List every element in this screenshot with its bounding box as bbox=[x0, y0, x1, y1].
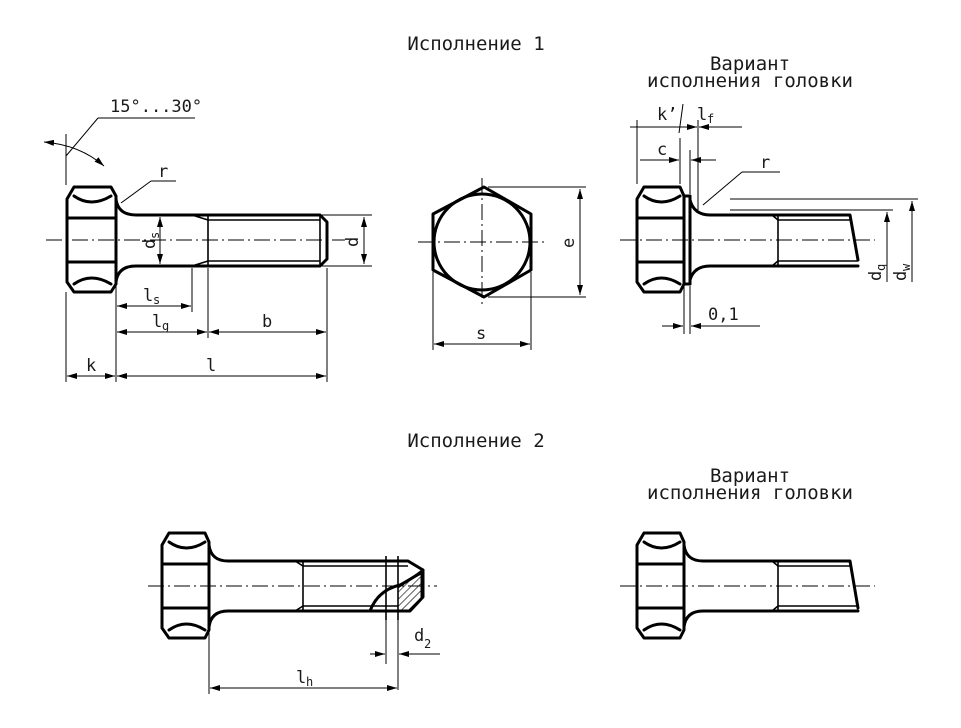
angle-label: 15°...30° bbox=[110, 97, 202, 117]
ds-dimension: d s bbox=[140, 217, 163, 264]
head-option-2 bbox=[620, 531, 875, 640]
ls-subscript: s bbox=[153, 293, 160, 307]
ls-label: l bbox=[143, 286, 153, 306]
lf-label: l bbox=[697, 105, 707, 125]
heading-head-option-1-line1: Вариант bbox=[710, 53, 790, 75]
dq-label: d bbox=[866, 271, 886, 281]
l-label: l bbox=[206, 356, 216, 376]
dw-label: d bbox=[891, 271, 911, 281]
c-label: c bbox=[657, 140, 667, 160]
b-label: b bbox=[262, 312, 272, 332]
bolt-side-view-1 bbox=[46, 185, 345, 294]
head-option-1: k’ l f c r d q d w 0,1 bbox=[620, 103, 918, 334]
heading-head-option-2-line2: исполнения головки bbox=[647, 482, 853, 504]
bolt-side-view-2: d 2 l h bbox=[148, 531, 440, 694]
dq-subscript: q bbox=[874, 264, 888, 271]
s-label: s bbox=[476, 324, 486, 344]
angle-annotation: 15°...30° bbox=[43, 97, 202, 185]
lf-subscript: f bbox=[707, 112, 714, 126]
heading-variant-1: Исполнение 1 bbox=[407, 33, 544, 55]
d2-label: d bbox=[414, 626, 424, 646]
e-label: e bbox=[559, 238, 579, 248]
heading-variant-2: Исполнение 2 bbox=[407, 430, 544, 452]
tolerance-label: 0,1 bbox=[708, 305, 739, 325]
d-dimension: d bbox=[322, 214, 372, 267]
d-label: d bbox=[343, 237, 363, 247]
ds-label: d bbox=[140, 239, 160, 249]
ds-subscript: s bbox=[148, 232, 162, 239]
hex-end-view: e s bbox=[418, 178, 586, 350]
k-label: k bbox=[86, 356, 96, 376]
lh-subscript: h bbox=[306, 675, 313, 689]
dw-subscript: w bbox=[899, 263, 913, 271]
length-dimensions-1: l s l g b k l bbox=[65, 268, 328, 382]
lg-label: l bbox=[152, 312, 162, 332]
d2-subscript: 2 bbox=[424, 637, 431, 651]
r-label: r bbox=[158, 162, 168, 182]
heading-head-option-1-line2: исполнения головки bbox=[647, 70, 853, 92]
r2-label: r bbox=[760, 153, 770, 173]
lh-label: l bbox=[296, 668, 306, 688]
k-prime-label: k’ bbox=[657, 105, 677, 125]
heading-head-option-2-line1: Вариант bbox=[710, 465, 790, 487]
lg-subscript: g bbox=[162, 319, 169, 333]
radius-leader-1: r bbox=[120, 162, 176, 204]
